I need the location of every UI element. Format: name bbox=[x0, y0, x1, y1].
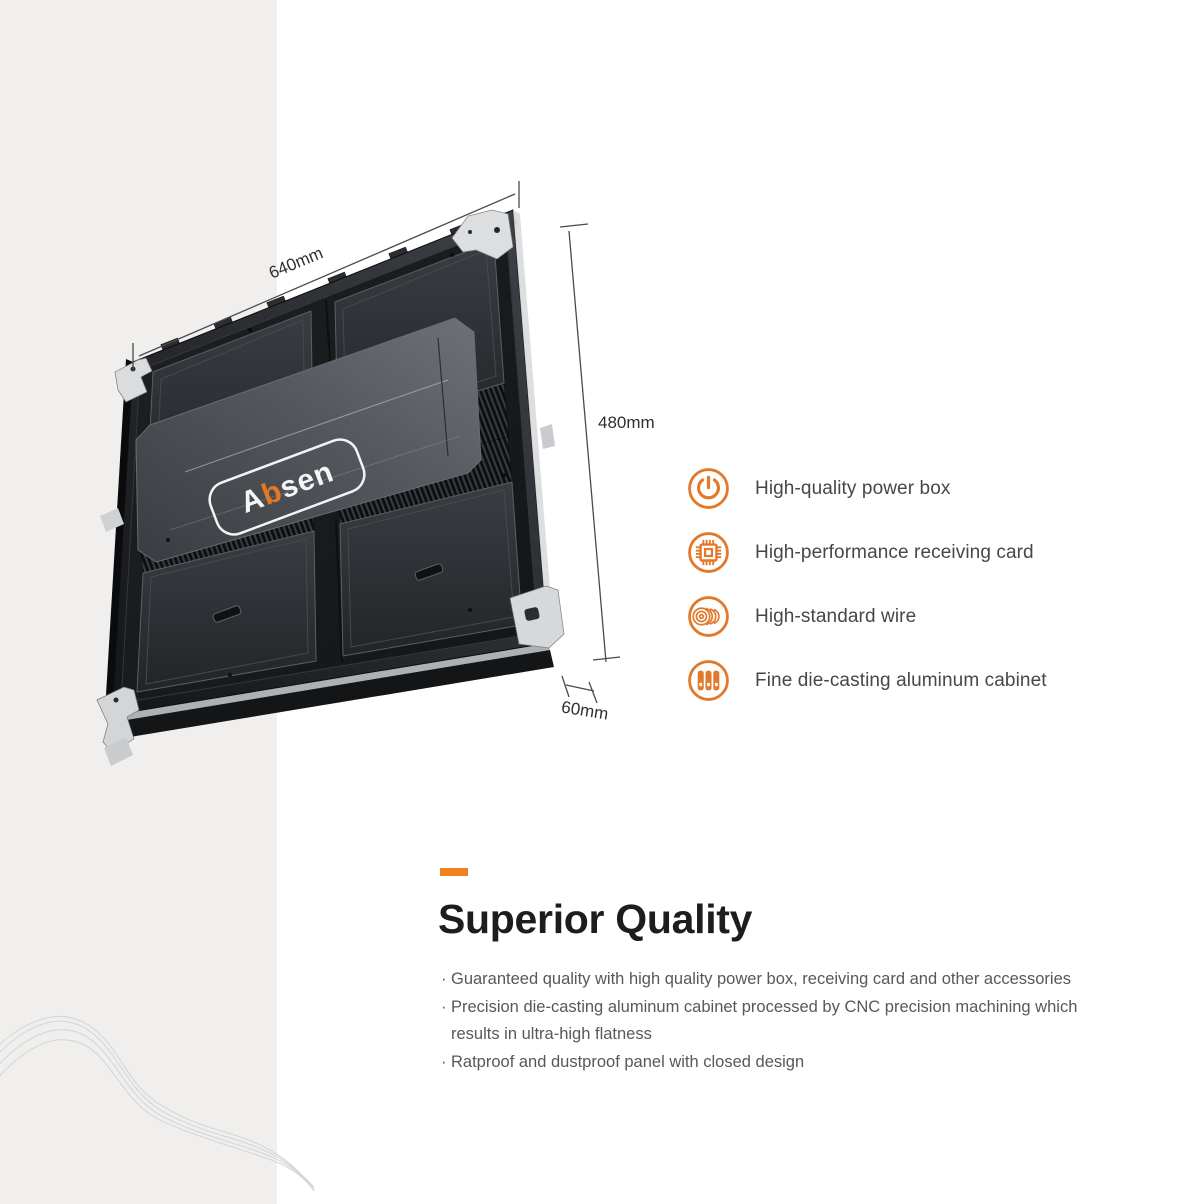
bullet-marker: · bbox=[441, 1052, 447, 1071]
feature-receiving-card: High-performance receiving card bbox=[686, 530, 1047, 575]
power-box-cover: Absen bbox=[135, 317, 482, 563]
corner-brackets bbox=[96, 209, 565, 766]
bullet-text: Precision die-casting aluminum cabinet p… bbox=[451, 997, 1078, 1044]
decorative-waves bbox=[0, 1016, 315, 1192]
feature-power-box: High-quality power box bbox=[686, 466, 1047, 511]
feature-aluminum-cabinet: Fine die-casting aluminum cabinet bbox=[686, 658, 1047, 703]
bullet-marker: · bbox=[441, 997, 447, 1016]
wire-icon bbox=[688, 596, 729, 637]
screws bbox=[166, 253, 507, 677]
dimension-depth-label: 60mm bbox=[560, 697, 610, 723]
power-icon bbox=[688, 468, 729, 509]
bullet-text: Guaranteed quality with high quality pow… bbox=[451, 970, 1072, 988]
dimension-lines bbox=[132, 181, 621, 704]
module-bottom-left bbox=[136, 530, 317, 693]
bullet-item: · Ratproof and dustproof panel with clos… bbox=[441, 1049, 1117, 1077]
feature-label: High-standard wire bbox=[755, 605, 917, 627]
bullet-item: · Precision die-casting aluminum cabinet… bbox=[441, 994, 1117, 1049]
feature-wire: High-standard wire bbox=[686, 594, 1047, 639]
section-accent-dash bbox=[440, 868, 468, 876]
feature-label: High-performance receiving card bbox=[755, 541, 1034, 563]
section-title: Superior Quality bbox=[438, 896, 753, 942]
dimension-height-label: 480mm bbox=[598, 413, 655, 432]
cabinet-icon bbox=[688, 660, 729, 701]
quality-bullet-list: · Guaranteed quality with high quality p… bbox=[441, 966, 1117, 1076]
dimension-width-label: 640mm bbox=[266, 243, 326, 282]
bullet-marker: · bbox=[441, 970, 447, 988]
chip-icon bbox=[688, 532, 729, 573]
feature-list: High-quality power box High-performance … bbox=[686, 466, 1047, 703]
bullet-item: · Guaranteed quality with high quality p… bbox=[441, 966, 1117, 994]
cabinet: Absen bbox=[96, 209, 565, 766]
product-image: Absen bbox=[96, 181, 655, 766]
feature-label: Fine die-casting aluminum cabinet bbox=[755, 669, 1047, 691]
bullet-text: Ratproof and dustproof panel with closed… bbox=[451, 1052, 805, 1071]
feature-label: High-quality power box bbox=[755, 477, 951, 499]
